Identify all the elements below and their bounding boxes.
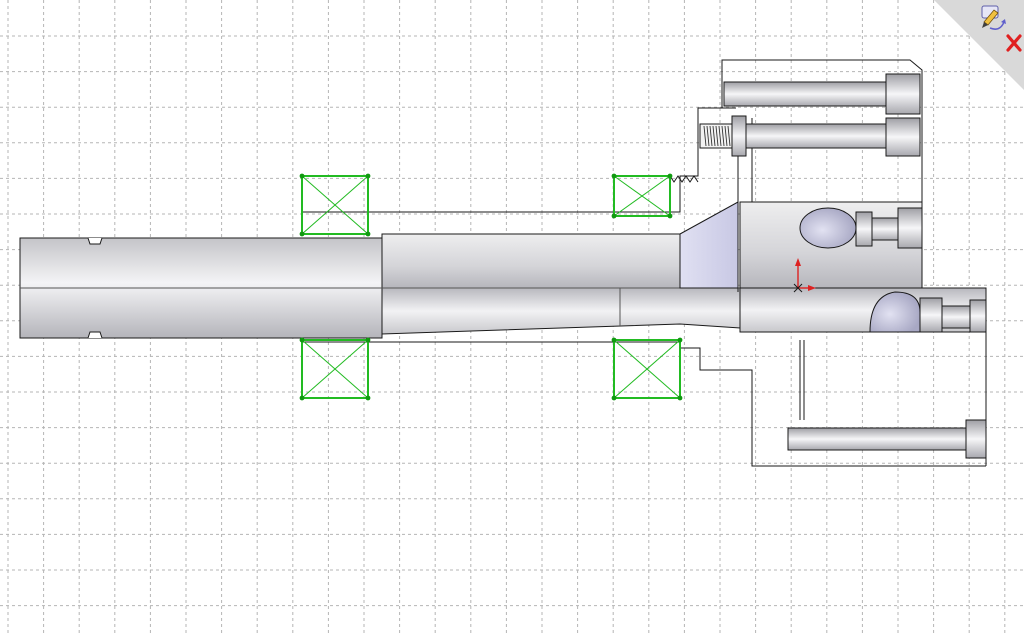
bearing-vertex[interactable] bbox=[299, 337, 305, 343]
thread-line bbox=[724, 125, 728, 147]
bearing-vertex[interactable] bbox=[299, 231, 305, 237]
bearing-vertex[interactable] bbox=[611, 395, 617, 401]
bolt-top bbox=[723, 73, 921, 115]
bolt-middle-thread-lines bbox=[703, 125, 731, 147]
thread-line bbox=[715, 125, 719, 147]
confirmation-corner bbox=[934, 0, 1024, 90]
bolt-bottom-shank bbox=[787, 427, 967, 451]
housing-right-upper bbox=[721, 59, 923, 288]
bearing-vertex[interactable] bbox=[365, 337, 371, 343]
bearing-diagonal bbox=[613, 339, 681, 399]
bearing-vertex[interactable] bbox=[299, 395, 305, 401]
shaft-groove-bottom bbox=[87, 331, 103, 339]
bearing-vertex[interactable] bbox=[611, 337, 617, 343]
bearing-box[interactable] bbox=[611, 173, 673, 219]
bearing-box[interactable] bbox=[299, 337, 371, 401]
set-screw-lower-body bbox=[941, 305, 973, 329]
thread-line bbox=[712, 125, 716, 147]
set-screw-upper-shank bbox=[855, 211, 873, 247]
shaft-upper-section bbox=[381, 233, 681, 289]
origin-marker bbox=[793, 283, 803, 293]
set-screw-lower-head bbox=[969, 299, 987, 333]
bearing-diagonal bbox=[301, 175, 369, 235]
set-screw-upper-body bbox=[871, 217, 899, 241]
bolt-middle-shank bbox=[745, 123, 887, 149]
thread-line bbox=[721, 125, 725, 147]
bolt-bottom-head bbox=[965, 419, 987, 459]
clamp-pocket-upper bbox=[799, 207, 857, 249]
bearing-frame bbox=[301, 175, 369, 235]
bearing-diagonal bbox=[613, 175, 671, 217]
bearing-vertex[interactable] bbox=[667, 213, 673, 219]
red-x-icon bbox=[1006, 34, 1022, 52]
exit-sketch-button[interactable] bbox=[981, 5, 1006, 30]
bearing-vertex[interactable] bbox=[611, 173, 617, 179]
origin-y-arrow bbox=[795, 258, 801, 266]
bolt-top-head bbox=[885, 73, 921, 115]
set-screw-lower bbox=[919, 297, 987, 333]
set-screw-lower-shank bbox=[919, 297, 943, 333]
bearing-vertex[interactable] bbox=[365, 395, 371, 401]
pencil-exit-icon bbox=[981, 5, 1006, 30]
bearing-vertex[interactable] bbox=[677, 395, 683, 401]
thread-teeth bbox=[669, 175, 699, 183]
bolt-middle bbox=[699, 115, 921, 157]
bearing-frame bbox=[613, 175, 671, 217]
bearing-vertex[interactable] bbox=[299, 173, 305, 179]
set-screw-upper-head bbox=[897, 207, 923, 249]
thread-line bbox=[706, 125, 710, 147]
bearing-frame bbox=[613, 339, 681, 399]
bolt-middle-head bbox=[885, 117, 921, 157]
bearing-vertex[interactable] bbox=[365, 173, 371, 179]
bearing-vertex[interactable] bbox=[667, 173, 673, 179]
shaft-groove-top bbox=[87, 237, 103, 245]
bearing-vertex[interactable] bbox=[677, 337, 683, 343]
bolt-middle-collar bbox=[731, 115, 747, 157]
origin-x-arrow bbox=[808, 285, 816, 291]
thread-line bbox=[709, 125, 713, 147]
sketch-origin[interactable] bbox=[793, 258, 816, 293]
bearing-box[interactable] bbox=[299, 173, 371, 237]
bolt-top-shank bbox=[723, 81, 887, 107]
bearing-frame bbox=[301, 339, 369, 399]
bearing-vertex[interactable] bbox=[365, 231, 371, 237]
taper-cone bbox=[679, 201, 739, 289]
bearing-diagonal bbox=[301, 339, 369, 399]
thread-line bbox=[718, 125, 722, 147]
thread-line bbox=[703, 125, 707, 147]
set-screw-upper bbox=[855, 207, 923, 249]
corner-panel bbox=[934, 0, 1024, 90]
bearing-symbols bbox=[299, 173, 683, 401]
thread-line bbox=[727, 125, 731, 147]
housing-top-profile bbox=[302, 107, 736, 213]
bearing-box[interactable] bbox=[611, 337, 683, 401]
cancel-sketch-button[interactable] bbox=[1006, 34, 1022, 52]
bolt-bottom bbox=[787, 419, 987, 459]
bearing-vertex[interactable] bbox=[611, 213, 617, 219]
